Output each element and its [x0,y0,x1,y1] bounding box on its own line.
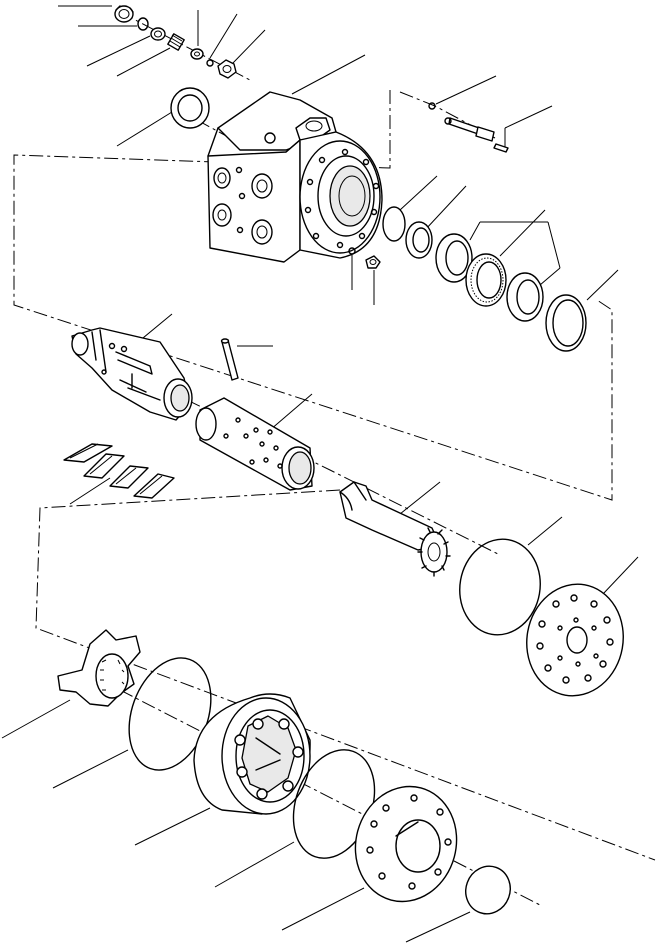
o-ring-1 [382,206,406,242]
fitting-plug [114,5,134,23]
upper-assembly-loop [13,90,613,501]
check-valve-parts [428,102,509,153]
plug-cap [150,27,166,41]
seal-ring [405,221,433,259]
leader-lines [1,5,639,943]
ball-small-1 [206,59,214,67]
gerotor-star [57,629,141,707]
cross-pin [220,338,239,381]
end-cap [354,785,458,903]
lower-axis [119,689,541,906]
upper-ring [170,87,210,129]
o-ring-small-1 [137,17,149,31]
gerotor-ring [193,693,311,815]
centering-springs [63,443,175,499]
large-o-ring-1 [459,538,541,636]
drive-gear [417,527,451,577]
ball-small-2 [428,102,436,110]
retaining-ring [545,294,587,352]
small-roller [493,143,509,153]
drive-shaft [339,481,451,577]
steering-housing [207,91,383,263]
check-valve-pin [444,117,495,142]
thrust-bearing [465,253,507,307]
ball-and-plug [348,247,381,269]
top-fittings [114,5,237,79]
small-cover-disc [465,865,511,915]
distributor-plate [526,583,624,697]
seal-washer [190,48,204,60]
lower-assembly-loop [35,489,656,861]
bearing-washer-1 [435,233,473,283]
fitting-nut [217,59,237,79]
bearing-washer-2 [506,272,544,322]
spring-small [167,33,185,51]
valve-sleeve [195,397,315,491]
valve-spool [71,327,193,421]
bearing-stack [382,206,587,352]
